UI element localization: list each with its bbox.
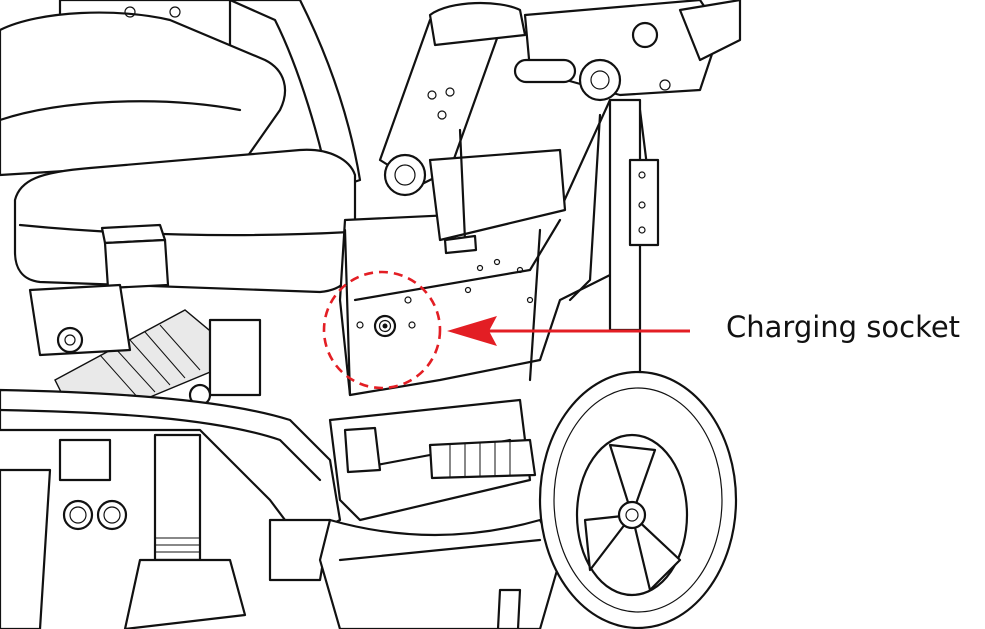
rear-wheel [538,370,738,629]
callout-dashed-circle [322,270,442,390]
rear-frame [608,98,660,422]
drive-motor [28,283,262,421]
lower-chassis [318,398,562,629]
callout-label: Charging socket [726,310,961,344]
callout [322,270,690,390]
chassis-side-panel [338,98,652,397]
seat-cushion [13,148,357,294]
callout-arrowhead [447,316,497,346]
armrest-frame [378,0,742,197]
front-frame [0,388,342,629]
seat-backrest [0,0,362,192]
charging-socket [373,314,397,338]
